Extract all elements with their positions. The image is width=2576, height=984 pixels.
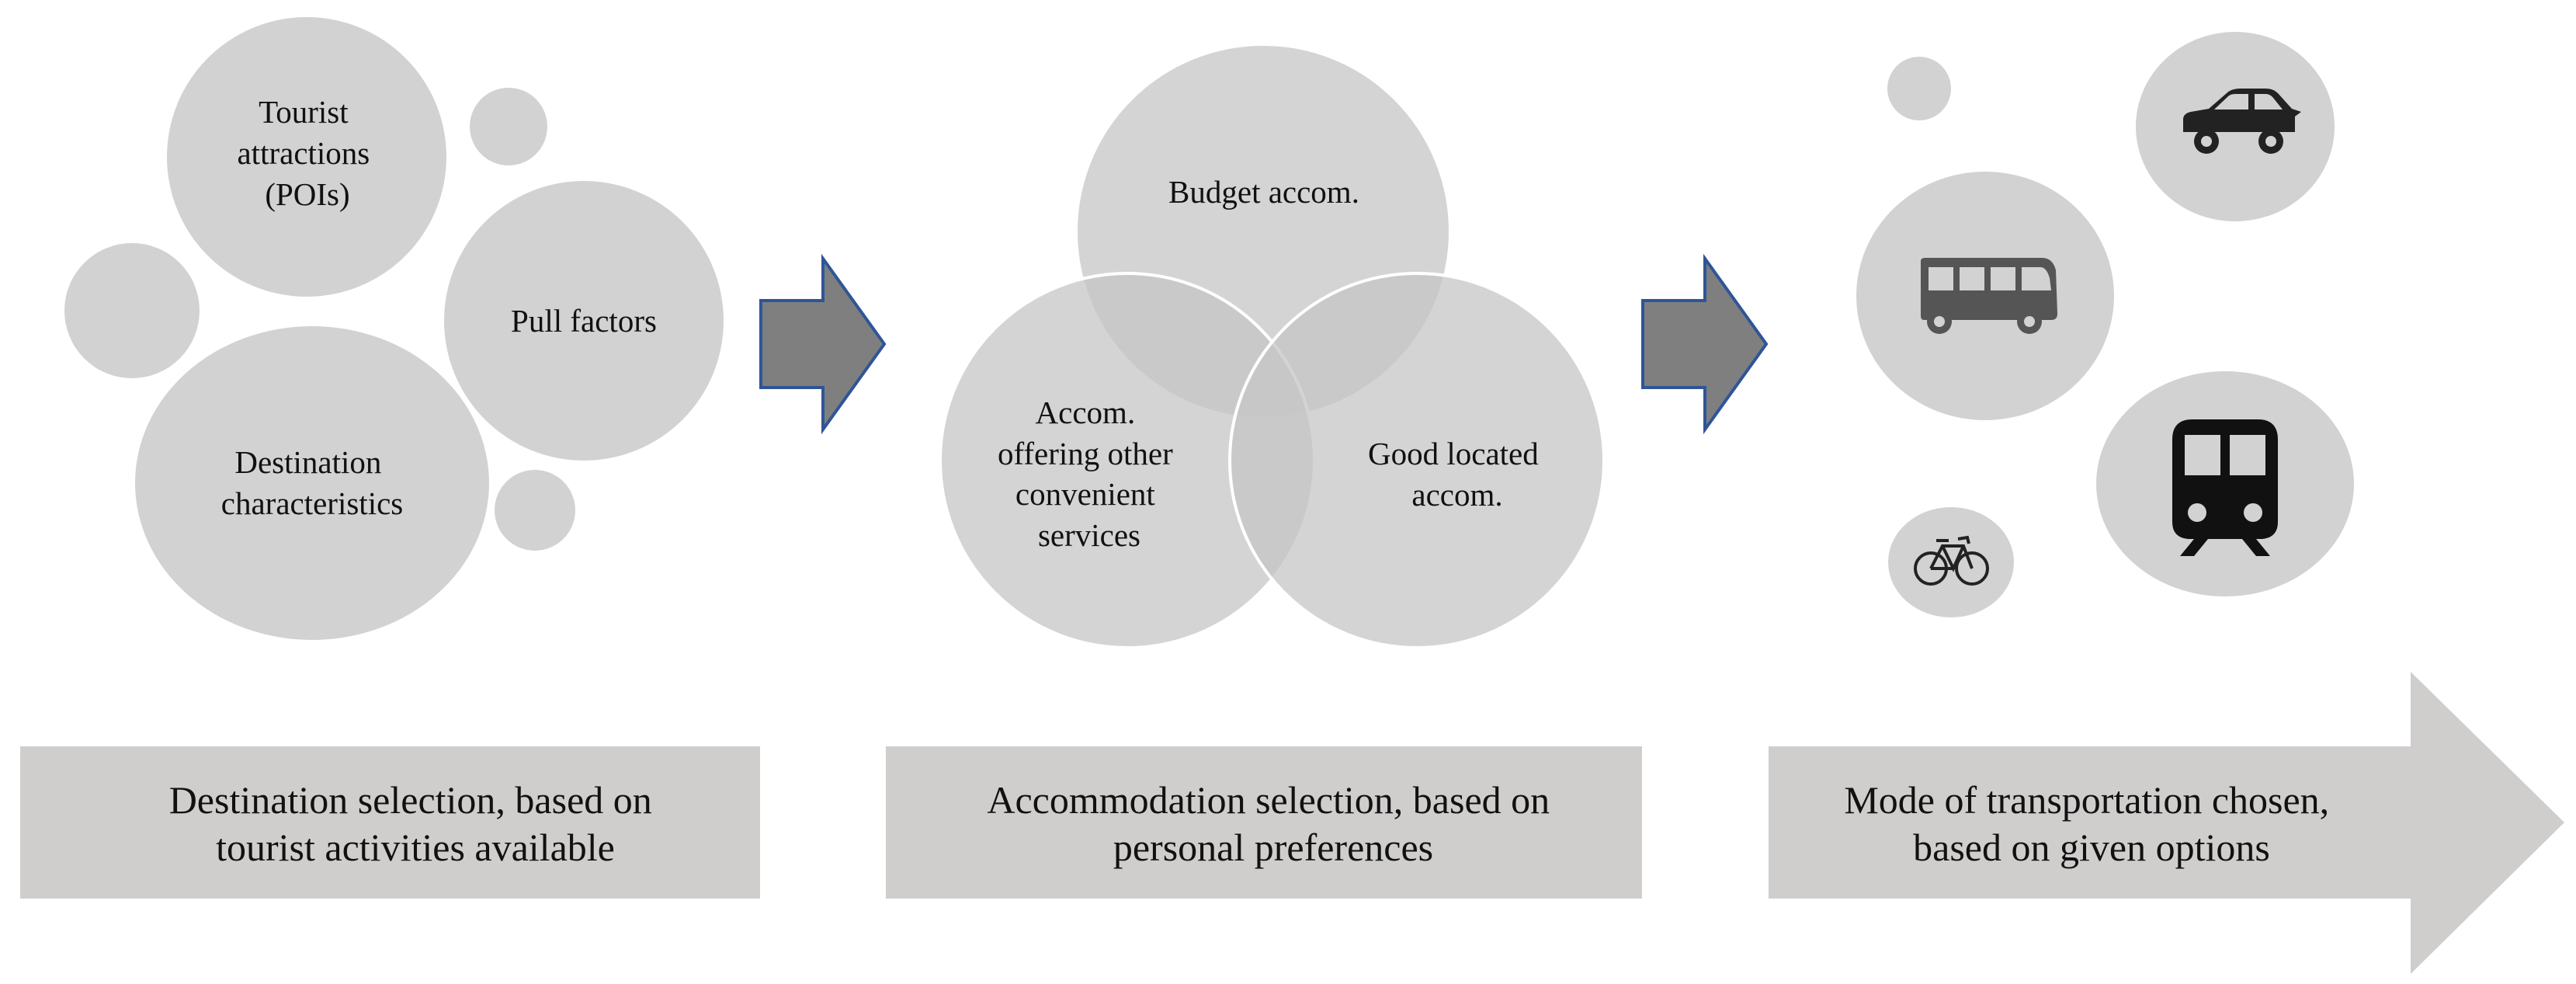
tourist-attractions-circle xyxy=(167,17,446,297)
good-located-line-2: accom. xyxy=(1411,477,1502,513)
destination-caption-line-2: tourist activities available xyxy=(216,826,615,869)
good-located-line-1: Good located xyxy=(1368,436,1539,471)
good-located-accom-label: Good located accom. xyxy=(1368,436,1547,513)
pull-factors-label: Pull factors xyxy=(511,303,657,339)
other-services-line-1: Accom. xyxy=(1036,395,1136,430)
destination-characteristics-line-2: characteristics xyxy=(221,485,403,521)
flow-arrow-1 xyxy=(759,253,887,435)
accommodation-caption: Accommodation selection, based on person… xyxy=(987,778,1559,869)
destination-caption: Destination selection, based on tourist … xyxy=(169,778,662,869)
small-bubble-top xyxy=(470,88,547,165)
small-transport-bubble xyxy=(1887,57,1951,120)
pull-factors-circle xyxy=(444,181,724,461)
other-services-line-2: offering other xyxy=(998,436,1173,471)
tourist-attractions-label: Tourist attractions (POIs) xyxy=(237,94,377,212)
destination-caption-box: Destination selection, based on tourist … xyxy=(20,746,760,899)
tourist-attractions-line-1: Tourist xyxy=(259,94,349,130)
other-services-line-4: services xyxy=(1038,517,1140,553)
destination-caption-line-1: Destination selection, based on xyxy=(169,778,652,822)
tourist-attractions-line-2: attractions xyxy=(237,135,370,171)
train-icon xyxy=(2172,419,2278,556)
transportation-options xyxy=(1856,32,2354,617)
transportation-caption-arrow: Mode of transportation chosen, based on … xyxy=(1769,672,2564,974)
accommodation-caption-line-2: personal preferences xyxy=(1113,826,1433,869)
tourist-attractions-line-3: (POIs) xyxy=(265,176,349,212)
bus-icon xyxy=(1921,258,2057,334)
accommodation-venn: Budget accom. Accom. offering other conv… xyxy=(939,43,1606,649)
accommodation-caption-box: Accommodation selection, based on person… xyxy=(886,746,1642,899)
other-services-accom-label: Accom. offering other convenient service… xyxy=(998,395,1181,553)
destination-characteristics-label: Destination characteristics xyxy=(221,444,403,521)
transportation-caption-line-1: Mode of transportation chosen, xyxy=(1844,778,2329,822)
bicycle-icon xyxy=(1914,535,1989,586)
transportation-caption-line-2: based on given options xyxy=(1913,826,2270,869)
destination-characteristics-line-1: Destination xyxy=(234,444,381,480)
small-bubble-left xyxy=(64,243,200,378)
destination-characteristics-circle xyxy=(135,326,489,640)
accommodation-caption-line-1: Accommodation selection, based on xyxy=(987,778,1550,822)
destination-cluster: Tourist attractions (POIs) Pull factors … xyxy=(64,17,724,640)
flow-arrow-2 xyxy=(1641,253,1769,435)
other-services-line-3: convenient xyxy=(1015,476,1155,512)
car-icon xyxy=(2183,89,2301,154)
budget-accom-label: Budget accom. xyxy=(1168,174,1359,210)
transportation-caption: Mode of transportation chosen, based on … xyxy=(1844,778,2338,869)
small-bubble-bottom xyxy=(495,470,575,551)
good-located-accom-circle xyxy=(1228,272,1606,649)
